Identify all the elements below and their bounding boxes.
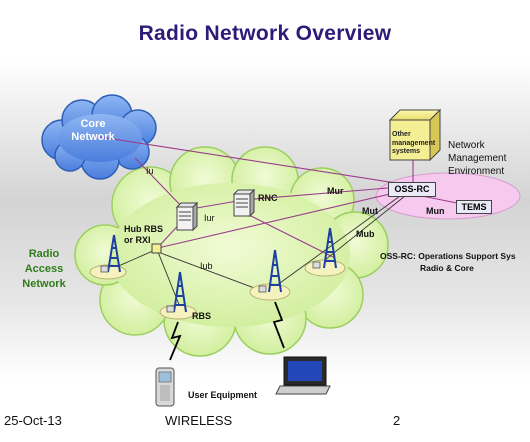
radio-link-laptop <box>272 301 285 349</box>
radio-access-network-label: Radio Access Network <box>22 248 66 290</box>
laptop-icon <box>275 356 331 395</box>
mobile-phone-icon <box>155 367 175 407</box>
mur-label: Mur <box>327 186 344 196</box>
core-network-label: Core Network <box>71 118 115 143</box>
other-systems-box <box>388 108 442 162</box>
radio-link-phone <box>169 321 182 361</box>
other-systems-label: Other management systems <box>392 131 436 155</box>
iur-label: Iur <box>204 213 215 223</box>
rbs-label: RBS <box>192 311 212 321</box>
page-title: Radio Network Overview <box>138 22 392 45</box>
iub-label: Iub <box>200 261 213 271</box>
mub-label: Mub <box>356 229 375 239</box>
mun-label: Mun <box>426 206 445 216</box>
oss-rc-box: OSS-RC <box>388 182 436 197</box>
rnc-label: RNC <box>258 193 278 203</box>
tower-left <box>89 234 127 280</box>
footer-date: 25-Oct-13 <box>4 413 62 428</box>
oss-rc-description: OSS-RC: Operations Support Sys Radio & C… <box>380 251 516 273</box>
core-cloud <box>41 94 157 180</box>
links <box>99 136 473 259</box>
ran-cloud <box>74 146 389 357</box>
user-equipment-label: User Equipment <box>188 390 258 400</box>
tower-center-right <box>249 249 291 301</box>
tems-box: TEMS <box>456 200 492 214</box>
iub-links <box>104 195 406 313</box>
tower-right <box>304 227 346 277</box>
footer-course: WIRELESS <box>165 413 233 428</box>
hub-rbs-label: Hub RBS or RXI <box>124 224 163 245</box>
rnc-server <box>232 188 256 218</box>
mut-label: Mut <box>362 206 378 216</box>
nme-label: Network Management Environment <box>448 140 507 177</box>
tower-center-left <box>159 271 197 320</box>
footer-page-number: 2 <box>393 413 401 428</box>
hub-rbs-server <box>151 201 199 254</box>
iu-label: Iu <box>146 166 154 176</box>
